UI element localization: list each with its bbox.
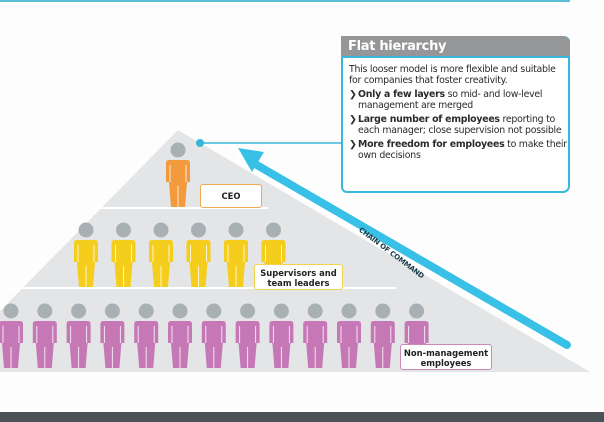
chain-of-command-arrow-shaft	[246, 157, 571, 349]
employee-figure	[100, 303, 125, 368]
info-bullet: ❯ Large number of employees reporting to…	[349, 114, 567, 136]
person-head	[206, 303, 222, 319]
person-head	[78, 222, 94, 238]
person-head	[153, 222, 169, 238]
employee-figure	[66, 303, 91, 368]
person-body	[186, 240, 211, 287]
person-head	[172, 303, 188, 319]
employee-figure	[370, 303, 395, 368]
chain-of-command-arrowhead	[238, 148, 264, 172]
person-head	[3, 303, 19, 319]
person-body	[0, 321, 23, 368]
person-body	[134, 321, 159, 368]
bottom-bar	[0, 412, 604, 422]
person-body	[235, 321, 260, 368]
bullet-bold: Only a few layers	[358, 89, 445, 100]
label-line: team leaders	[267, 278, 330, 288]
bullet-bold: More freedom for employees	[358, 139, 505, 150]
person-head	[341, 303, 357, 319]
bullet-bold: Large number of employees	[358, 114, 500, 125]
employee-figure	[201, 303, 226, 368]
label-ceo-text: CEO	[221, 191, 241, 201]
employee-figure	[134, 303, 159, 368]
info-bullet: ❯ More freedom for employees to make the…	[349, 139, 567, 161]
person-body	[149, 240, 173, 287]
employee-figure	[235, 303, 260, 368]
supervisor-figure	[74, 222, 98, 287]
person-body	[32, 321, 57, 368]
info-box-body: This looser model is more flexible and s…	[349, 64, 567, 164]
person-head	[228, 222, 244, 238]
ceo-figure	[166, 142, 190, 207]
employee-figure	[0, 303, 23, 368]
info-intro: This looser model is more flexible and s…	[349, 64, 556, 86]
person-head	[307, 303, 323, 319]
chevron-right-icon: ❯	[349, 89, 357, 100]
person-body	[66, 321, 91, 368]
label-line: employees	[420, 358, 472, 368]
label-supervisors: Supervisors and team leaders	[254, 264, 343, 290]
person-head	[116, 222, 131, 238]
bullet-text: reporting to each manager; close supervi…	[358, 114, 562, 136]
label-line: Non-management	[403, 348, 489, 358]
supervisor-figure	[149, 222, 173, 287]
supervisor-figure	[224, 222, 248, 287]
info-box-header: Flat hierarchy	[341, 36, 570, 58]
person-body	[74, 240, 98, 287]
employee-figure	[269, 303, 294, 368]
supervisor-figure	[111, 222, 136, 287]
bullet-text: to make their own decisions	[358, 139, 567, 161]
person-head	[191, 222, 206, 238]
person-body	[201, 321, 226, 368]
person-head	[240, 303, 256, 319]
person-head	[375, 303, 391, 319]
info-bullet: ❯ Only a few layers so mid- and low-leve…	[349, 89, 567, 111]
person-body	[168, 321, 192, 368]
person-body	[370, 321, 395, 368]
info-box	[341, 36, 570, 193]
person-head	[273, 303, 289, 319]
person-body	[224, 240, 248, 287]
person-body	[111, 240, 136, 287]
employee-figure	[303, 303, 328, 368]
person-head	[71, 303, 87, 319]
label-line: Supervisors and	[260, 268, 337, 278]
person-head	[409, 303, 425, 319]
person-body	[166, 160, 190, 207]
connector-dot	[196, 139, 204, 147]
person-head	[170, 142, 186, 158]
person-head	[104, 303, 120, 319]
person-head	[37, 303, 53, 319]
chevron-right-icon: ❯	[349, 114, 357, 125]
employee-figure	[32, 303, 57, 368]
info-box-title: Flat hierarchy	[348, 39, 447, 54]
person-head	[138, 303, 154, 319]
person-body	[269, 321, 294, 368]
label-ceo: CEO	[200, 184, 262, 208]
top-divider	[0, 0, 570, 2]
supervisor-figure	[186, 222, 211, 287]
person-head	[266, 222, 281, 238]
person-body	[303, 321, 328, 368]
chevron-right-icon: ❯	[349, 139, 357, 150]
employee-figure	[168, 303, 192, 368]
person-body	[100, 321, 125, 368]
label-non-management: Non-management employees	[400, 344, 492, 370]
employee-figure	[337, 303, 361, 368]
bullet-text: so mid- and low-level management are mer…	[358, 89, 543, 111]
person-body	[337, 321, 361, 368]
